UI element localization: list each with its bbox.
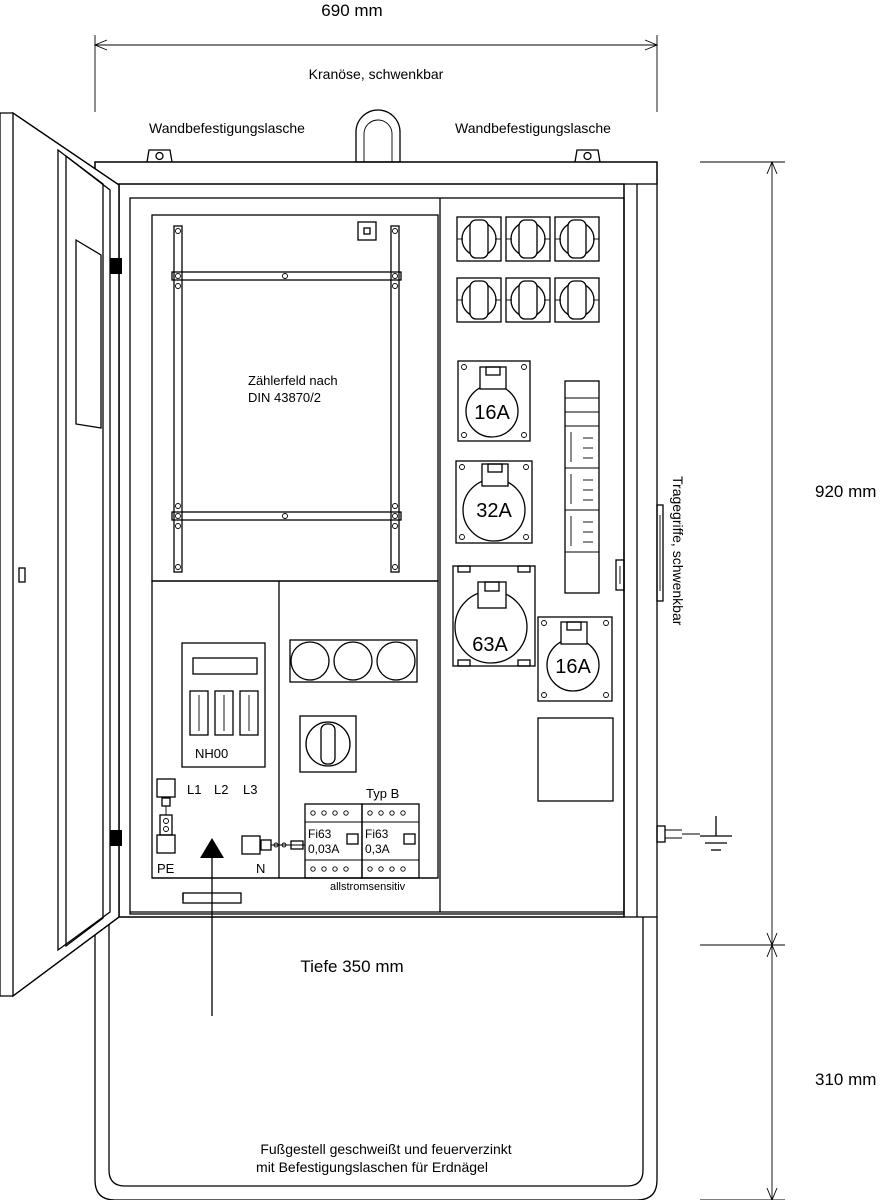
- schuko-sockets: [456, 216, 600, 323]
- carry-handle: [656, 504, 664, 602]
- rcd-2: Fi63 0,3A: [361, 803, 420, 879]
- phase-l3-label: L3: [243, 782, 257, 797]
- cee-32a-label: 32A: [476, 500, 512, 522]
- cee-socket-16a-bottom: 16A: [537, 616, 613, 702]
- height-cabinet-label: 920 mm: [815, 482, 876, 501]
- carry-handles-label: Tragegriffe, schwenkbar: [670, 476, 686, 626]
- cee-socket-32a: 32A: [455, 460, 533, 544]
- cee-63a-label: 63A: [472, 634, 508, 656]
- schuko-socket: [554, 277, 600, 323]
- phase-l2-label: L2: [214, 782, 228, 797]
- schuko-socket: [505, 277, 551, 323]
- crane-eye: [355, 109, 401, 163]
- cee-16a-top-label: 16A: [474, 402, 510, 424]
- width-label: 690 mm: [321, 1, 382, 20]
- wall-bracket-right-label: Wandbefestigungslasche: [455, 120, 611, 136]
- rcd1-label-2: 0,03A: [308, 842, 339, 856]
- main-switch: [299, 715, 357, 773]
- height-base-label: 310 mm: [815, 1070, 876, 1089]
- schuko-socket: [456, 216, 502, 262]
- cee-socket-63a: 63A: [452, 565, 536, 667]
- blank-plate: [537, 717, 614, 802]
- base-label-2: mit Befestigungslaschen für Erdnägel: [256, 1159, 488, 1175]
- rcd-sensitivity-label: allstromsensitiv: [330, 881, 406, 893]
- rcd-type-label: Typ B: [366, 786, 399, 801]
- pe-label: PE: [157, 861, 175, 876]
- wall-bracket-right: [574, 149, 601, 163]
- wall-bracket-left: [146, 149, 173, 163]
- cee-16a-bottom-label: 16A: [555, 656, 591, 678]
- pe-terminal: PE: [156, 778, 176, 876]
- rcd2-label-2: 0,3A: [365, 842, 390, 856]
- meter-field: Zählerfeld nach DIN 43870/2: [151, 214, 439, 582]
- schuko-socket: [505, 216, 551, 262]
- nh00-fuse-base: NH00: [181, 642, 266, 768]
- crane-eye-label: Kranöse, schwenkbar: [309, 66, 444, 82]
- phase-l1-label: L1: [187, 782, 201, 797]
- wall-bracket-left-label: Wandbefestigungslasche: [149, 120, 305, 136]
- neutral-label: N: [256, 861, 265, 876]
- earth-connection: [656, 816, 732, 851]
- rcd2-label-1: Fi63: [365, 827, 389, 841]
- circuit-breaker-strip: [564, 380, 600, 594]
- depth-label: Tiefe 350 mm: [300, 957, 403, 976]
- signal-lamps: [289, 639, 418, 683]
- cee-socket-16a-top: 16A: [457, 360, 531, 442]
- n-terminal: N: [241, 835, 305, 876]
- feed-arrow: [200, 838, 224, 1016]
- meter-field-label-1: Zählerfeld nach: [248, 373, 338, 388]
- meter-field-label-2: DIN 43870/2: [248, 390, 321, 405]
- height-dimensions: 920 mm 310 mm: [700, 160, 876, 1200]
- rcd1-label-1: Fi63: [308, 827, 332, 841]
- fuse-base-label: NH00: [195, 746, 228, 761]
- schuko-socket: [456, 277, 502, 323]
- open-door: [0, 111, 122, 998]
- rcd-1: Fi63 0,03A: [304, 803, 363, 879]
- base-label-1: Fußgestell geschweißt und feuerverzinkt: [260, 1141, 511, 1157]
- schuko-socket: [554, 216, 600, 262]
- lower-left-panel: [151, 580, 439, 879]
- width-dimension: 690 mm: [93, 1, 659, 112]
